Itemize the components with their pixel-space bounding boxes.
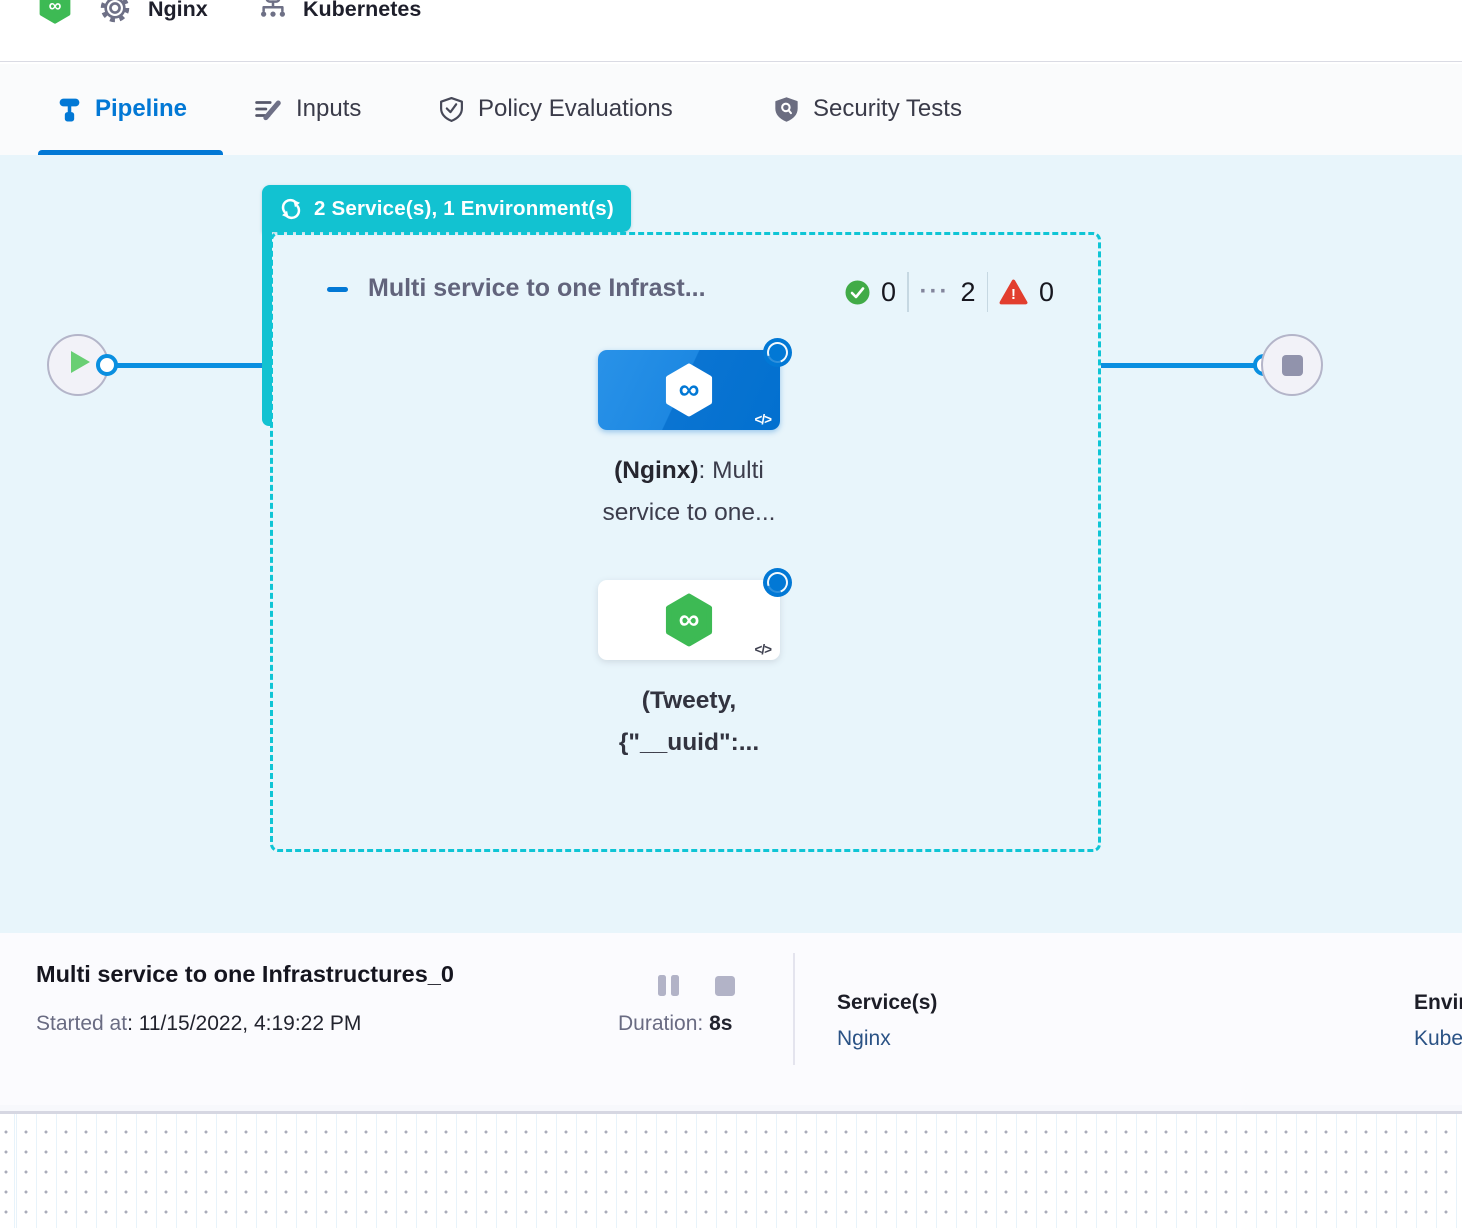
code-glyph: </> bbox=[754, 412, 772, 427]
refresh-icon bbox=[279, 197, 303, 221]
service-node-nginx-label: (Nginx): Multi service to one... bbox=[539, 450, 839, 534]
harness-service-icon: ∞ bbox=[37, 0, 73, 25]
service-node-tweety[interactable]: ∞ </> bbox=[598, 580, 780, 660]
divider bbox=[0, 1111, 1462, 1114]
active-tab-underline bbox=[38, 149, 223, 155]
play-icon bbox=[71, 351, 90, 373]
dotted-grid-canvas[interactable] bbox=[0, 1114, 1462, 1228]
tab-policy-evaluations[interactable]: Policy Evaluations bbox=[438, 64, 673, 155]
stage-group-left-bar bbox=[262, 231, 272, 426]
failed-count: 0 bbox=[1039, 276, 1055, 307]
service-node-tweety-label: (Tweety, {"__uuid":... bbox=[539, 680, 839, 764]
node-name-line2: {"__uuid":... bbox=[618, 729, 760, 756]
environment-icon bbox=[258, 0, 288, 21]
svg-text:∞: ∞ bbox=[679, 374, 700, 406]
harness-hexagon-icon: ∞ bbox=[665, 593, 713, 647]
breadcrumb-service-name[interactable]: Nginx bbox=[148, 0, 208, 21]
started-at-label: Started at bbox=[36, 1012, 128, 1035]
harness-hexagon-icon: ∞ bbox=[665, 363, 713, 417]
pipeline-icon bbox=[57, 96, 82, 123]
service-node-nginx[interactable]: ∞ </> bbox=[598, 350, 780, 430]
start-node-connector bbox=[96, 354, 118, 376]
inputs-icon bbox=[253, 96, 283, 122]
tab-security-tests-label: Security Tests bbox=[813, 95, 962, 122]
running-spinner-icon bbox=[763, 338, 792, 367]
svg-text:!: ! bbox=[1011, 287, 1016, 303]
svg-text:∞: ∞ bbox=[679, 604, 700, 636]
stop-icon bbox=[1282, 355, 1303, 376]
started-at: Started at: 11/15/2022, 4:19:22 PM bbox=[36, 1012, 361, 1036]
execution-tabbar: Pipeline Inputs Policy Evaluations bbox=[0, 63, 1462, 155]
services-column-label: Service(s) bbox=[837, 991, 938, 1014]
edge-stage-to-stop bbox=[1101, 363, 1258, 368]
running-spinner-icon bbox=[763, 568, 792, 597]
stage-group-badge[interactable]: 2 Service(s), 1 Environment(s) bbox=[262, 185, 631, 232]
collapse-stage-icon[interactable] bbox=[327, 287, 348, 292]
pause-button[interactable] bbox=[658, 975, 679, 996]
node-name-line2: service to one... bbox=[602, 499, 776, 526]
failed-status-icon: ! bbox=[999, 279, 1028, 305]
tab-pipeline-label: Pipeline bbox=[95, 95, 188, 122]
code-glyph: </> bbox=[754, 642, 772, 657]
stop-button[interactable] bbox=[715, 976, 735, 996]
pending-status-icon: ··· bbox=[919, 278, 950, 305]
success-count: 0 bbox=[881, 276, 897, 307]
node-name-line1: (Tweety, bbox=[641, 687, 737, 714]
node-name-bold: (Nginx) bbox=[614, 457, 699, 484]
divider bbox=[986, 272, 989, 312]
svg-text:∞: ∞ bbox=[49, 0, 62, 16]
started-at-value: : 11/15/2022, 4:19:22 PM bbox=[127, 1012, 362, 1035]
tab-pipeline[interactable]: Pipeline bbox=[57, 64, 187, 155]
stage-group-outline bbox=[270, 232, 1101, 852]
breadcrumb-header: ∞ Nginx Kubernetes bbox=[0, 0, 1462, 62]
tab-security-tests[interactable]: Security Tests bbox=[773, 64, 962, 155]
execution-title: Multi service to one Infrastructures_0 bbox=[36, 961, 454, 987]
stop-node bbox=[1261, 334, 1323, 396]
breadcrumb-environment-name[interactable]: Kubernetes bbox=[303, 0, 422, 21]
divider bbox=[793, 953, 795, 1065]
duration-label: Duration: bbox=[618, 1012, 704, 1035]
pipeline-canvas[interactable]: 2 Service(s), 1 Environment(s) Multi ser… bbox=[0, 155, 1462, 933]
divider bbox=[907, 272, 909, 312]
execution-summary-panel: Multi service to one Infrastructures_0 S… bbox=[0, 933, 1462, 1105]
stage-title[interactable]: Multi service to one Infrast... bbox=[368, 274, 706, 302]
duration: Duration: 8s bbox=[618, 1012, 732, 1036]
shield-scan-icon bbox=[773, 96, 800, 123]
services-column-value[interactable]: Nginx bbox=[837, 1027, 891, 1050]
tab-policy-evaluations-label: Policy Evaluations bbox=[478, 95, 673, 122]
shield-check-icon bbox=[438, 96, 465, 123]
environments-column-label: Environment(s) bbox=[1414, 991, 1462, 1014]
stage-status-row: 0 ··· 2 ! 0 bbox=[845, 271, 1054, 313]
node-name-rest: : Multi bbox=[698, 457, 764, 484]
edge-start-to-stage bbox=[108, 363, 265, 368]
tab-inputs-label: Inputs bbox=[296, 95, 362, 122]
environments-column-value[interactable]: Kubernetes bbox=[1414, 1027, 1462, 1050]
tab-inputs[interactable]: Inputs bbox=[253, 64, 361, 155]
pending-count: 2 bbox=[960, 276, 976, 307]
success-status-icon bbox=[845, 280, 870, 305]
stage-badge-label: 2 Service(s), 1 Environment(s) bbox=[314, 196, 614, 220]
duration-value: 8s bbox=[709, 1012, 733, 1035]
gear-icon[interactable] bbox=[99, 0, 131, 24]
panel-bottom-band bbox=[0, 1105, 1462, 1112]
